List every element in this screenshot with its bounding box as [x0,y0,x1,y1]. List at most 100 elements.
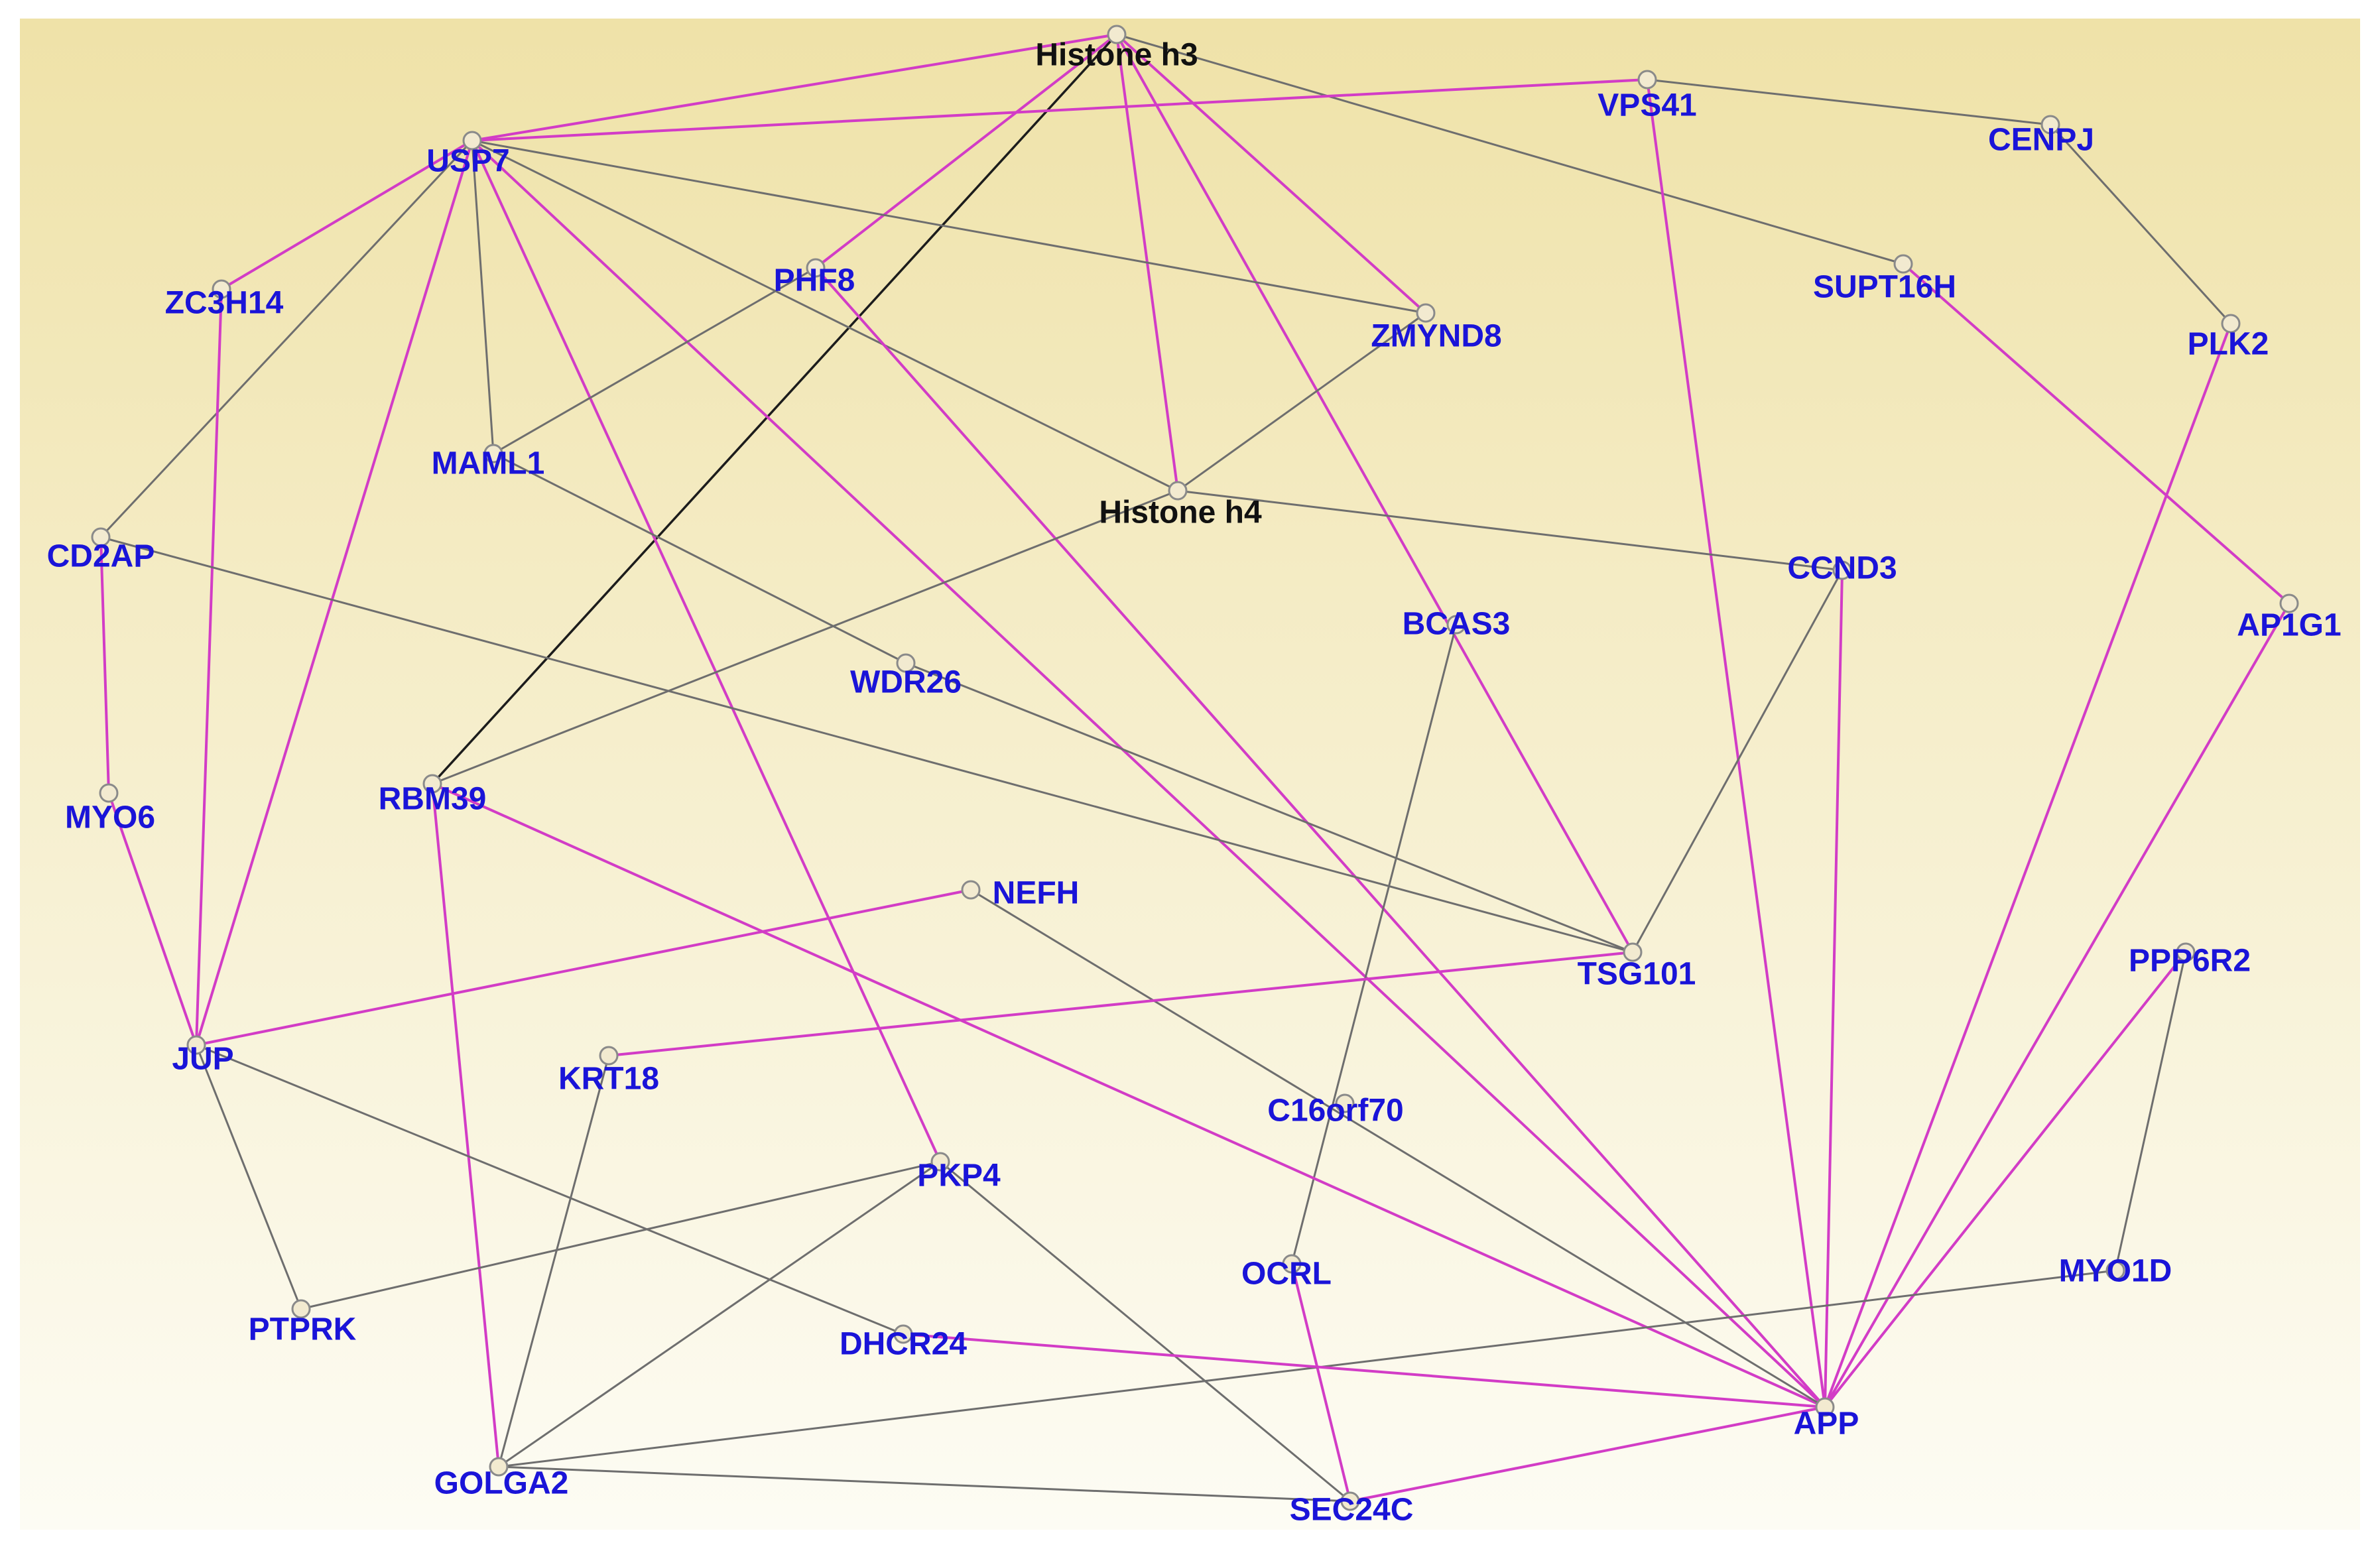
node-histone-h3[interactable] [1107,25,1127,44]
edge-tsg101-krt18 [607,951,1634,1057]
edge-krt18-golga2 [497,1054,610,1468]
edge-wdr26-tsg101 [905,662,1634,954]
edge-usp7-jup [195,139,473,1046]
node-label-maml1: MAML1 [432,446,545,481]
edge-ppp6r2-myo1d [2114,951,2187,1272]
node-nefh[interactable] [961,880,981,900]
node-rbm39[interactable] [422,774,442,794]
edge-histone-h4-ccnd3 [1176,489,1844,572]
edge-plk2-app [1824,322,2232,1408]
node-label-c16orf70: C16orf70 [1267,1093,1403,1129]
edge-ccnd3-tsg101 [1631,569,1844,954]
node-bcas3[interactable] [1446,615,1466,635]
edge-nefh-app [970,889,1826,1408]
node-label-ap1g1: AP1G1 [2237,608,2341,643]
node-label-jup: JUP [172,1042,233,1077]
node-dhcr24[interactable] [893,1324,913,1344]
edges-layer [99,33,2290,1503]
node-label-krt18: KRT18 [558,1062,659,1097]
node-label-ppp6r2: PPP6R2 [2129,944,2251,979]
node-ppp6r2[interactable] [2176,942,2196,962]
node-label-app: APP [1794,1406,1859,1442]
edge-supt16h-ap1g1 [1902,263,2290,605]
node-ccnd3[interactable] [1832,560,1852,580]
edge-cd2ap-tsg101 [99,536,1634,954]
node-label-ocrl: OCRL [1241,1257,1332,1292]
edge-ocrl-sec24c [1290,1263,1351,1503]
node-label-supt16h: SUPT16H [1813,270,1956,305]
node-zmynd8[interactable] [1416,303,1436,323]
node-usp7[interactable] [462,131,482,151]
node-vps41[interactable] [1637,70,1657,90]
node-label-phf8: PHF8 [774,263,855,298]
node-label-vps41: VPS41 [1597,88,1696,123]
node-ocrl[interactable] [1282,1254,1302,1274]
edge-ccnd3-app [1824,569,1844,1408]
node-label-tsg101: TSG101 [1578,957,1696,992]
node-label-zmynd8: ZMYND8 [1371,319,1501,354]
edge-histone-h3-tsg101 [1115,33,1634,954]
edge-maml1-wdr26 [492,452,907,664]
node-tsg101[interactable] [1623,942,1643,962]
node-label-myo1d: MYO1D [2059,1254,2172,1289]
node-histone-h4[interactable] [1168,481,1188,501]
node-ap1g1[interactable] [2279,593,2299,613]
edge-cenpj-plk2 [2049,123,2232,325]
node-phf8[interactable] [806,258,826,278]
edge-histone-h3-usp7 [471,33,1118,142]
node-pkp4[interactable] [930,1152,950,1172]
node-cd2ap[interactable] [91,527,111,547]
edge-pkp4-ptprk [300,1160,942,1310]
node-cenpj[interactable] [2040,115,2060,135]
edge-jup-ptprk [195,1044,302,1310]
node-plk2[interactable] [2221,314,2241,334]
node-supt16h[interactable] [1893,254,1913,274]
node-ptprk[interactable] [291,1299,311,1319]
edge-histone-h3-rbm39 [431,33,1118,785]
node-label-sec24c: SEC24C [1290,1493,1414,1528]
node-label-wdr26: WDR26 [850,665,962,700]
edge-bcas3-ocrl [1290,623,1458,1265]
node-jup[interactable] [186,1035,206,1055]
edge-histone-h3-phf8 [814,33,1118,269]
node-krt18[interactable] [599,1046,619,1066]
edge-usp7-zc3h14 [220,139,473,290]
node-myo6[interactable] [99,783,119,803]
edge-nefh-jup [195,889,972,1046]
edge-usp7-app [471,139,1826,1408]
edge-phf8-app [814,267,1826,1408]
node-label-nefh: NEFH [993,876,1080,911]
node-label-zc3h14: ZC3H14 [165,286,284,321]
edge-ap1g1-app [1824,602,2290,1408]
edge-histone-h3-zmynd8 [1115,33,1427,314]
edge-zmynd8-histone-h4 [1176,312,1427,492]
node-label-histone-h4: Histone h4 [1099,495,1262,530]
edge-ppp6r2-app [1824,951,2187,1408]
edge-pkp4-golga2 [497,1160,942,1468]
node-label-golga2: GOLGA2 [434,1466,569,1501]
edge-vps41-app [1646,78,1826,1408]
edge-app-sec24c [1349,1406,1826,1503]
node-app[interactable] [1815,1397,1835,1417]
node-label-cenpj: CENPJ [1988,123,2094,158]
node-zc3h14[interactable] [212,279,231,299]
edge-myo6-jup [107,792,198,1046]
node-label-dhcr24: DHCR24 [840,1327,967,1362]
node-c16orf70[interactable] [1335,1093,1355,1113]
node-golga2[interactable] [489,1457,509,1477]
node-sec24c[interactable] [1340,1491,1360,1511]
edge-dhcr24-app [902,1333,1826,1408]
node-wdr26[interactable] [896,653,916,673]
edge-phf8-maml1 [492,267,817,455]
node-label-usp7: USP7 [426,144,509,179]
edge-zc3h14-jup [195,288,223,1046]
edge-usp7-zmynd8 [471,139,1427,314]
edge-golga2-sec24c [497,1465,1351,1503]
edge-myo1d-golga2 [497,1269,2117,1468]
node-myo1d[interactable] [2105,1261,2125,1280]
node-maml1[interactable] [483,444,503,463]
node-label-cd2ap: CD2AP [47,539,155,574]
edge-pkp4-sec24c [939,1160,1351,1503]
